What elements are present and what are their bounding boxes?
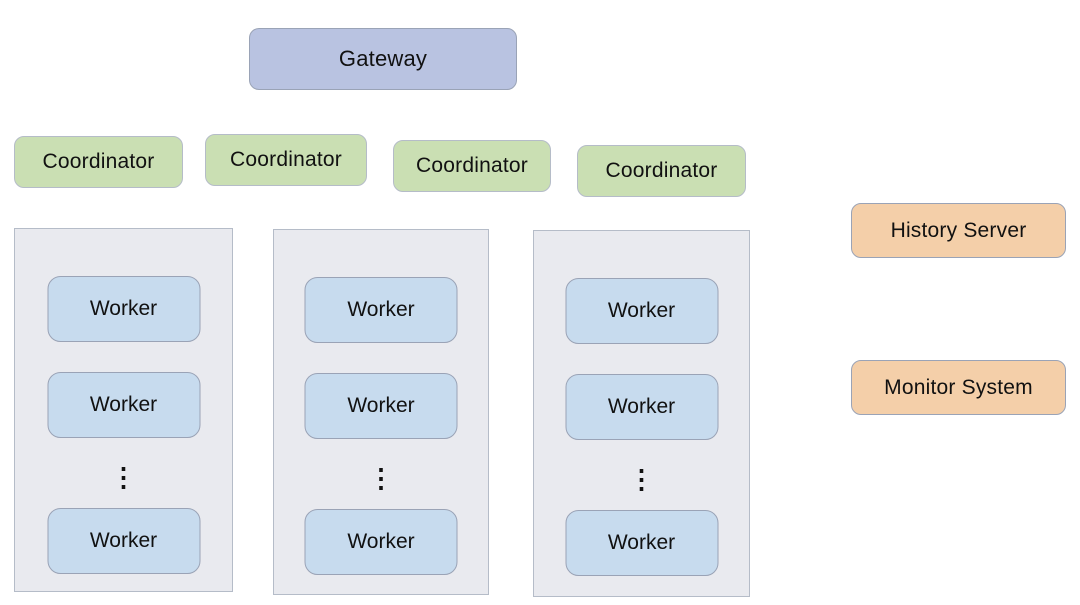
worker-node: Worker — [47, 508, 200, 574]
monitor-system-node: Monitor System — [851, 360, 1066, 415]
worker-label: Worker — [347, 298, 415, 321]
worker-label: Worker — [89, 393, 158, 416]
gateway-node: Gateway — [249, 28, 517, 90]
worker-node: Worker — [565, 278, 718, 344]
worker-label: Worker — [607, 299, 676, 322]
worker-group-1: Worker Worker ⋮ Worker — [14, 228, 233, 592]
gateway-label: Gateway — [338, 46, 428, 71]
worker-label: Worker — [347, 394, 415, 417]
coordinator-node-1: Coordinator — [14, 136, 183, 188]
coordinator-label: Coordinator — [416, 154, 528, 177]
coordinator-node-3: Coordinator — [393, 140, 551, 192]
worker-node: Worker — [565, 374, 718, 440]
worker-node: Worker — [47, 372, 200, 438]
worker-label: Worker — [607, 395, 676, 418]
more-workers-ellipsis: ⋮ — [110, 461, 137, 492]
worker-label: Worker — [89, 529, 158, 552]
worker-node: Worker — [565, 510, 718, 576]
worker-label: Worker — [347, 530, 415, 553]
worker-node: Worker — [304, 373, 458, 439]
worker-label: Worker — [607, 531, 676, 554]
coordinator-label: Coordinator — [42, 150, 155, 173]
coordinator-label: Coordinator — [230, 148, 342, 171]
coordinator-label: Coordinator — [605, 159, 718, 182]
coordinator-node-4: Coordinator — [577, 145, 746, 197]
more-workers-ellipsis: ⋮ — [628, 463, 655, 494]
history-server-label: History Server — [890, 218, 1027, 242]
monitor-system-label: Monitor System — [884, 375, 1033, 399]
coordinator-node-2: Coordinator — [205, 134, 367, 186]
worker-node: Worker — [47, 276, 200, 342]
worker-node: Worker — [304, 277, 458, 343]
worker-node: Worker — [304, 509, 458, 575]
more-workers-ellipsis: ⋮ — [368, 462, 394, 493]
history-server-node: History Server — [851, 203, 1066, 258]
worker-group-3: Worker Worker ⋮ Worker — [533, 230, 750, 597]
worker-group-2: Worker Worker ⋮ Worker — [273, 229, 489, 595]
worker-label: Worker — [89, 297, 158, 320]
